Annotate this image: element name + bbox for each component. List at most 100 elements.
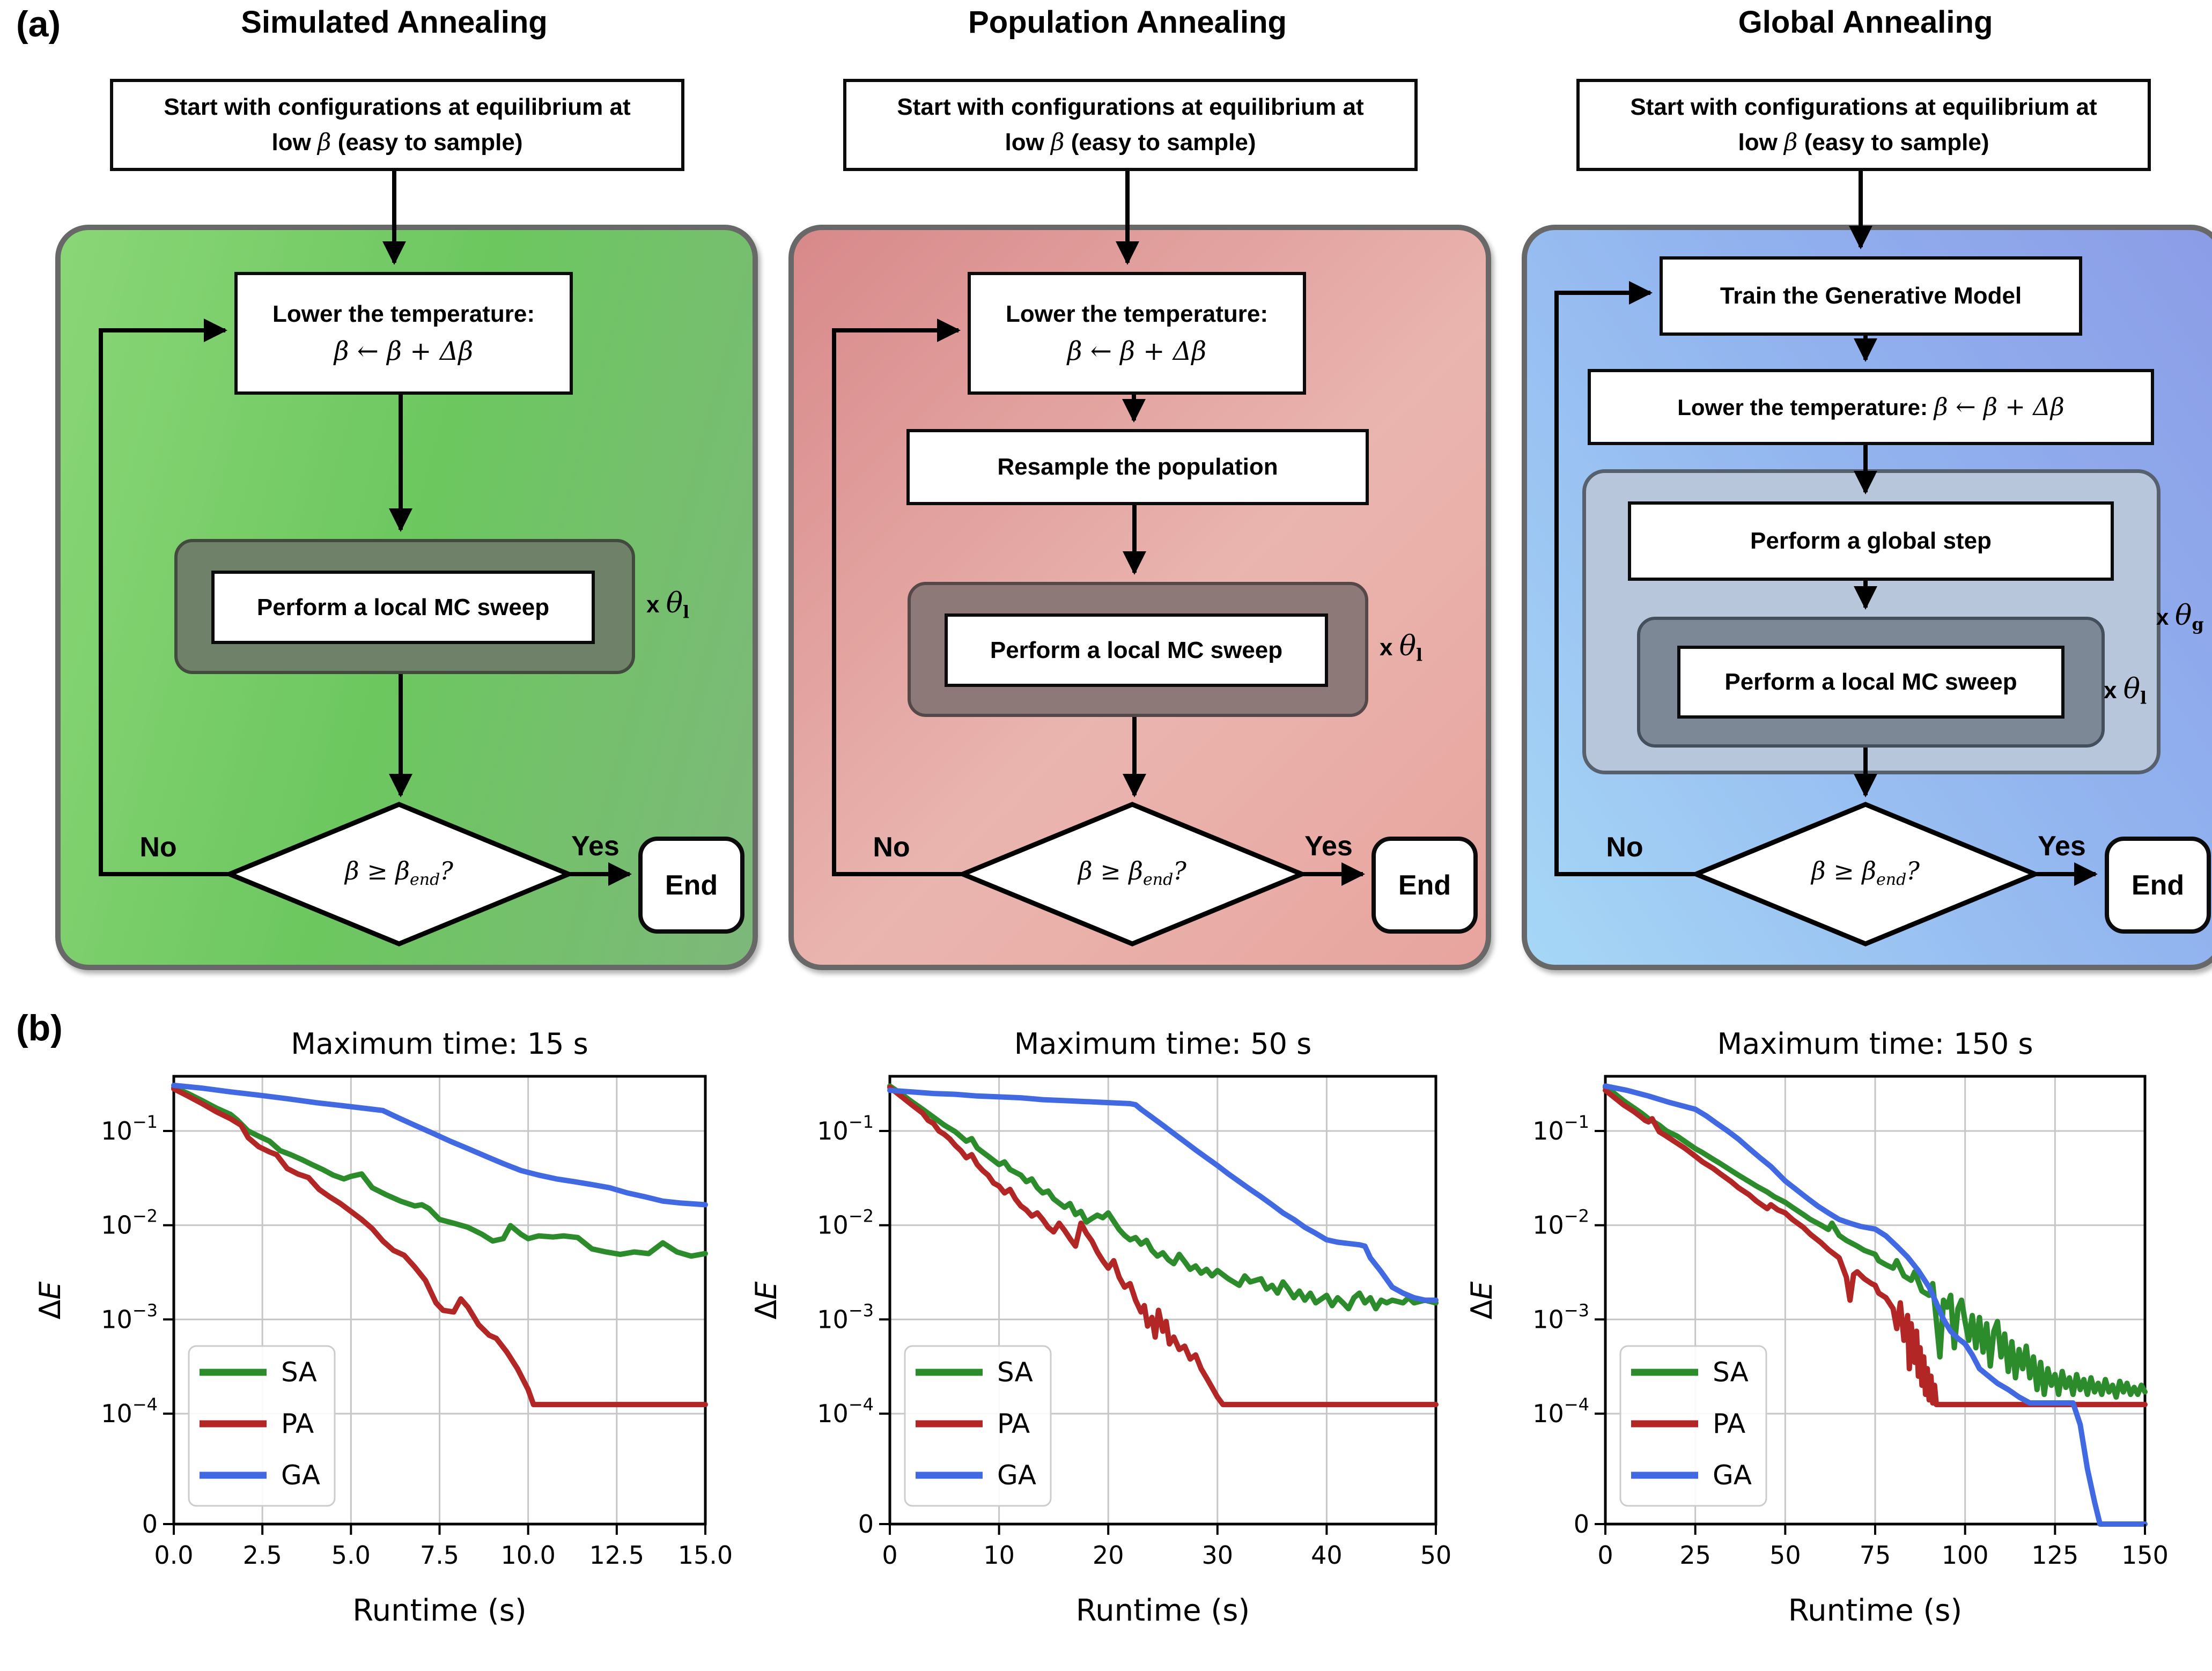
x-tick-label: 2.5	[243, 1541, 282, 1570]
ga-lower-temperature-box: Lower the temperature: β ← β + Δβ	[1588, 369, 2154, 445]
x-tick-label: 30	[1202, 1541, 1234, 1570]
series-line-pa	[887, 1084, 1439, 1408]
ga-global-step-box: Perform a global step	[1628, 501, 2114, 581]
x-tick-label: 25	[1679, 1541, 1711, 1570]
sa-no-label: No	[139, 832, 177, 863]
y-tick-label: 10−3	[101, 1300, 158, 1334]
y-tick-label: 10−4	[1532, 1394, 1589, 1428]
x-tick-label: 50	[1769, 1541, 1801, 1570]
pa-no-loop-line	[832, 319, 963, 876]
sa-yes-label: Yes	[571, 831, 620, 862]
y-tick-label: 10−4	[817, 1394, 874, 1428]
y-tick-label: 10−3	[817, 1300, 874, 1334]
series-line-pa	[171, 1086, 708, 1408]
y-tick-label: 10−2	[817, 1206, 874, 1240]
sa-start-box: Start with configurations at equilibrium…	[110, 79, 684, 171]
legend-label-pa: PA	[997, 1408, 1030, 1439]
series-line-sa	[1603, 1084, 2148, 1400]
x-tick-label: 7.5	[420, 1541, 459, 1570]
y-axis-label: ΔE	[33, 1281, 67, 1320]
y-axis-label: ΔE	[1465, 1281, 1499, 1320]
pa-resample-label: Resample the population	[997, 454, 1278, 480]
x-axis-label: Runtime (s)	[1076, 1593, 1250, 1628]
y-tick-label: 10−2	[101, 1206, 158, 1240]
x-tick-label: 10.0	[500, 1541, 555, 1570]
x-tick-label: 10	[983, 1541, 1015, 1570]
pa-mc-sweep-box: Perform a local MC sweep	[945, 613, 1328, 687]
pa-decision-diamond	[956, 802, 1308, 947]
x-tick-label: 50	[1420, 1541, 1452, 1570]
ga-theta-global-label: x θg	[2156, 600, 2204, 634]
legend-label-pa: PA	[281, 1408, 314, 1439]
y-tick-label: 10−1	[101, 1112, 158, 1145]
chart-title: Maximum time: 50 s	[1014, 1027, 1312, 1061]
sa-lower-temperature-box: Lower the temperature: β ← β + Δβ	[234, 272, 573, 395]
panel-b-label: (b)	[16, 1008, 63, 1048]
ga-decision-diamond	[1690, 802, 2041, 947]
y-tick-label: 10−1	[817, 1112, 874, 1145]
legend-label-ga: GA	[997, 1460, 1036, 1491]
sa-theta-local-label: x θl	[646, 587, 690, 622]
series-line-ga	[171, 1082, 708, 1208]
x-tick-label: 150	[2121, 1541, 2169, 1570]
y-tick-label: 0	[142, 1510, 158, 1539]
pa-no-label: No	[873, 832, 910, 863]
pa-start-line2: low β (easy to sample)	[1005, 129, 1256, 156]
pa-lower-temperature-box: Lower the temperature: β ← β + Δβ	[968, 272, 1306, 395]
x-tick-label: 125	[2031, 1541, 2078, 1570]
chart-title: Maximum time: 15 s	[291, 1027, 588, 1061]
pa-start-box: Start with configurations at equilibrium…	[843, 79, 1418, 171]
x-tick-label: 5.0	[331, 1541, 371, 1570]
pa-yes-label: Yes	[1304, 831, 1353, 862]
x-axis-label: Runtime (s)	[352, 1593, 527, 1628]
pa-start-line1: Start with configurations at equilibrium…	[897, 94, 1364, 120]
ga-decision-text: β ≥ βend?	[1811, 856, 1920, 889]
pa-theta-local-label: x θl	[1380, 630, 1423, 665]
ga-no-loop-line	[1554, 281, 1696, 876]
x-tick-label: 15.0	[678, 1541, 733, 1570]
ga-start-line1: Start with configurations at equilibrium…	[1630, 94, 2097, 120]
ga-mc-label: Perform a local MC sweep	[1724, 669, 2017, 695]
x-tick-label: 0	[1597, 1541, 1613, 1570]
legend-label-ga: GA	[281, 1460, 320, 1491]
x-tick-label: 75	[1860, 1541, 1891, 1570]
y-tick-label: 10−3	[1532, 1300, 1589, 1334]
panel-a-label: (a)	[16, 4, 61, 45]
sa-decision-text: β ≥ βend?	[345, 856, 453, 889]
y-tick-label: 10−2	[1532, 1206, 1589, 1240]
x-tick-label: 0	[882, 1541, 897, 1570]
ga-lower-line: Lower the temperature: β ← β + Δβ	[1677, 393, 2064, 422]
series-line-ga	[1603, 1083, 2148, 1527]
ga-train-label: Train the Generative Model	[1720, 283, 2022, 309]
ga-start-box: Start with configurations at equilibrium…	[1576, 79, 2151, 171]
legend-label-sa: SA	[997, 1357, 1033, 1388]
x-tick-label: 20	[1093, 1541, 1124, 1570]
ga-yes-label: Yes	[2038, 831, 2086, 862]
legend-label-ga: GA	[1713, 1460, 1752, 1491]
flowchart-title-pa: Population Annealing	[968, 5, 1287, 40]
sa-lower-math: β ← β + Δβ	[334, 336, 474, 366]
y-tick-label: 10−4	[101, 1394, 158, 1428]
x-tick-label: 40	[1311, 1541, 1343, 1570]
x-tick-label: 100	[1942, 1541, 1989, 1570]
series-line-pa	[1603, 1088, 2148, 1408]
series-line-sa	[887, 1083, 1439, 1312]
flowchart-title-ga: Global Annealing	[1738, 5, 1993, 40]
sa-end-box: End	[638, 837, 744, 934]
y-axis-label: ΔE	[749, 1281, 783, 1320]
sa-start-line1: Start with configurations at equilibrium…	[164, 94, 631, 120]
pa-resample-box: Resample the population	[906, 429, 1369, 505]
legend-label-sa: SA	[1713, 1357, 1749, 1388]
pa-end-box: End	[1372, 837, 1478, 934]
ga-no-label: No	[1606, 832, 1643, 863]
chart-title: Maximum time: 150 s	[1717, 1027, 2033, 1061]
ga-end-box: End	[2105, 837, 2211, 934]
sa-start-line2: low β (easy to sample)	[271, 129, 523, 156]
flowchart-title-sa: Simulated Annealing	[241, 5, 548, 40]
pa-lower-line1: Lower the temperature:	[1006, 300, 1268, 327]
ga-train-box: Train the Generative Model	[1660, 256, 2082, 336]
